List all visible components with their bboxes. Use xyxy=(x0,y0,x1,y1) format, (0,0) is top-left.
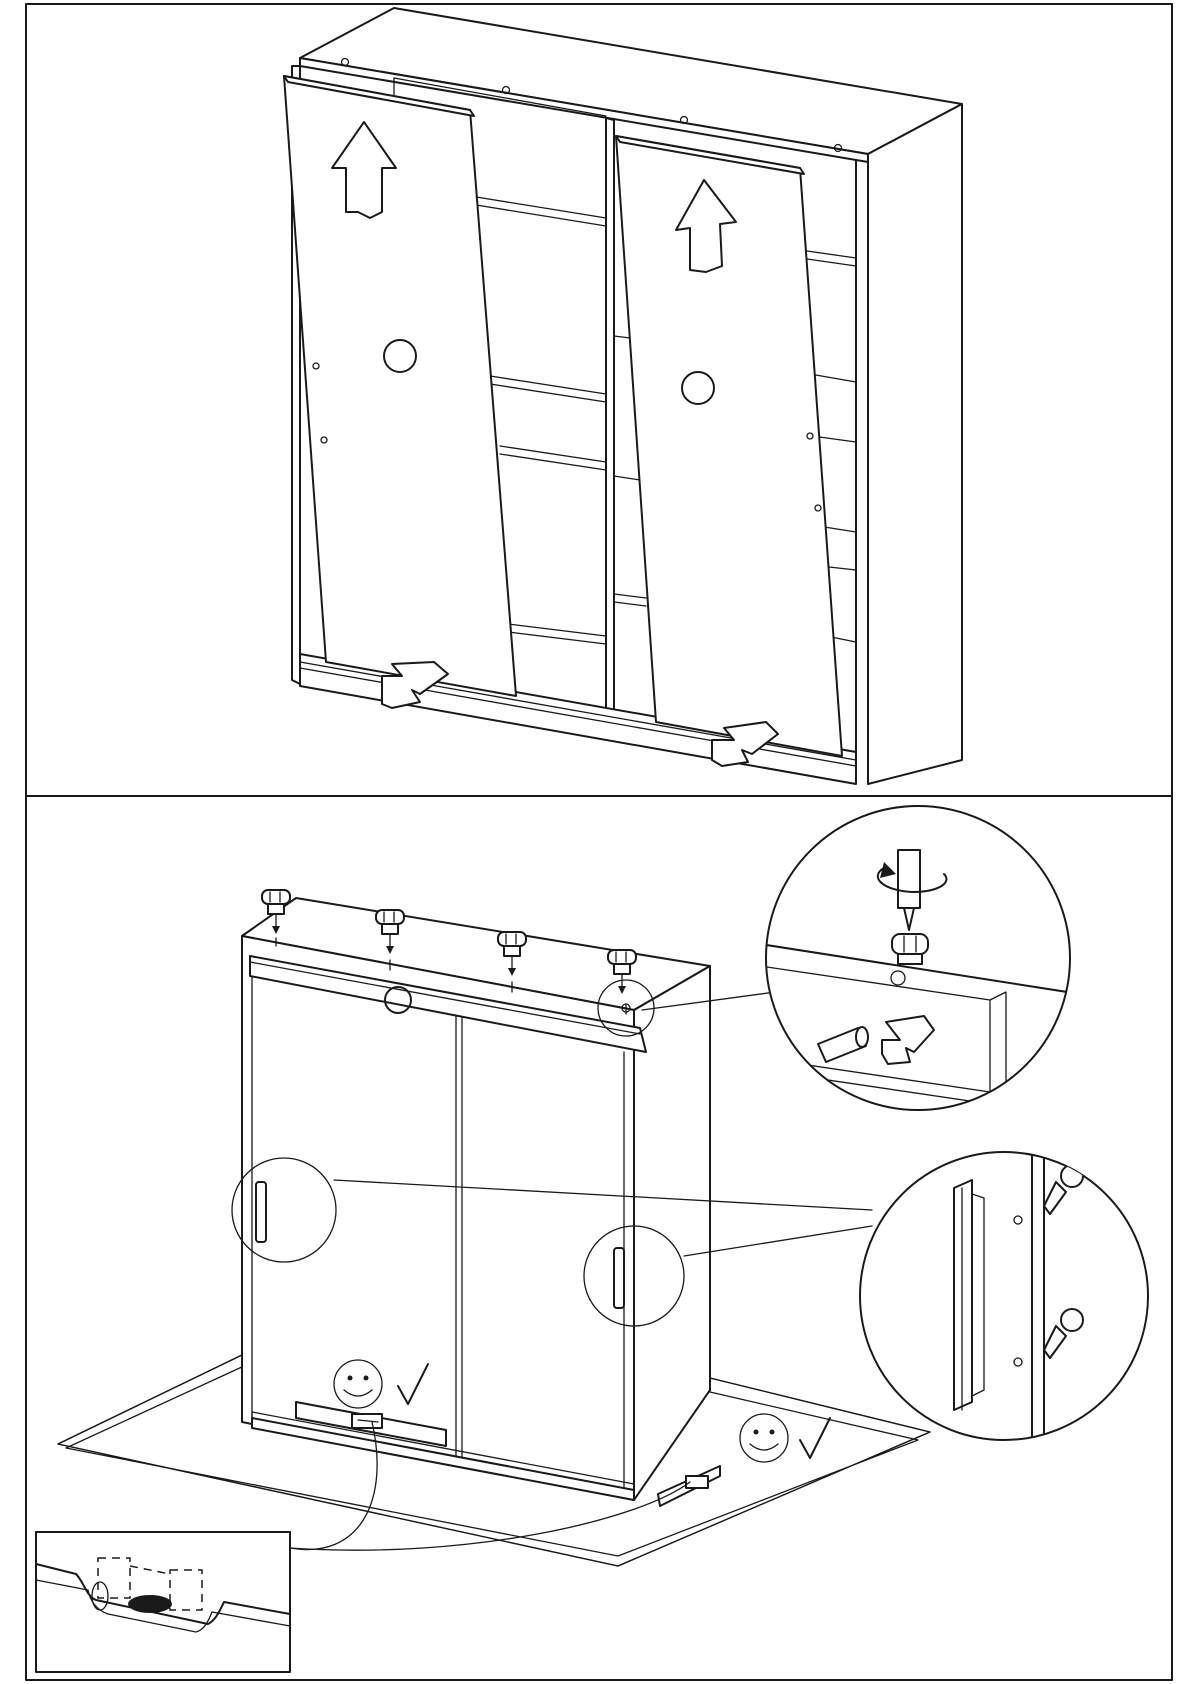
guide-detail-view xyxy=(36,1532,290,1672)
shelf-line xyxy=(500,446,606,462)
floor-edge xyxy=(58,1354,244,1444)
shelf-line xyxy=(800,250,856,258)
shelf-line xyxy=(810,374,856,382)
handle-bar xyxy=(954,1180,972,1410)
shelf-line xyxy=(490,376,606,394)
carcass-right-side xyxy=(868,104,962,784)
check-mark-icon xyxy=(800,1418,830,1458)
sliding-door-left xyxy=(284,76,516,708)
smiley-face-icon xyxy=(740,1414,788,1462)
shelf-line xyxy=(614,336,630,338)
cam-lock-icon xyxy=(892,934,928,964)
handle-detail-view xyxy=(860,1140,1148,1460)
sliding-door-right xyxy=(616,136,842,766)
screwdriver-icon xyxy=(898,850,920,908)
wardrobe-back-view xyxy=(232,898,720,1506)
shelf-line xyxy=(500,454,606,470)
shelf-line xyxy=(490,384,606,402)
detail-magnifier-circle xyxy=(860,1152,1148,1440)
shelf-line xyxy=(614,594,646,598)
door-panel-left xyxy=(284,76,516,696)
cam-lock-detail-view xyxy=(760,806,1080,1110)
shelf-line xyxy=(614,476,640,480)
shelf-line xyxy=(800,258,856,266)
pin-body xyxy=(128,1595,172,1613)
carcass-center-divider xyxy=(606,118,614,714)
shelf-line xyxy=(614,602,646,606)
door-handle-left xyxy=(256,1182,266,1242)
door-panel-right xyxy=(616,136,842,756)
door-handle-right xyxy=(614,1248,624,1308)
callout-connector xyxy=(684,1226,872,1256)
